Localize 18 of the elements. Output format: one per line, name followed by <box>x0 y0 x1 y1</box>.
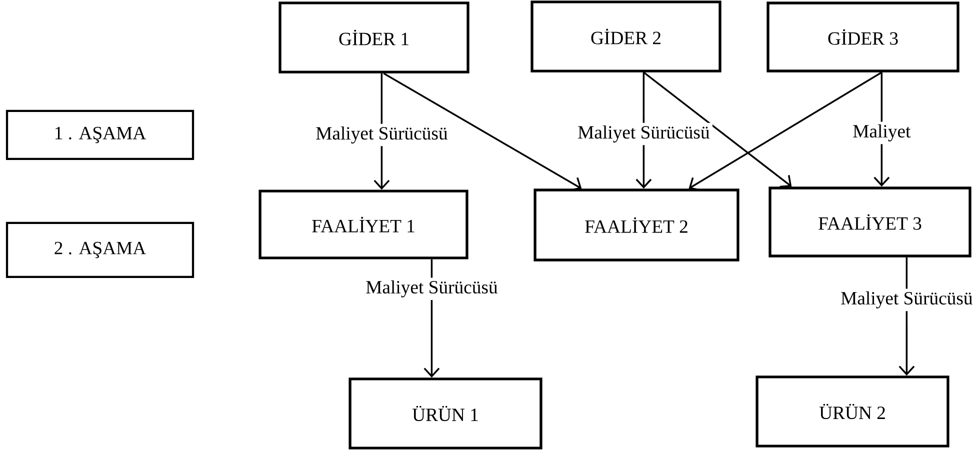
process-box: GİDER 1 <box>278 2 470 74</box>
process-box: FAALİYET 1 <box>258 190 468 260</box>
process-box: GİDER 3 <box>766 2 960 72</box>
edge-label: Maliyet Sürücüsü <box>838 288 975 312</box>
edge-label: Maliyet <box>850 122 914 144</box>
process-box: ÜRÜN 1 <box>348 378 542 450</box>
arrow <box>383 72 582 192</box>
edge-label: Maliyet Sürücüsü <box>574 122 712 146</box>
edge-label: Maliyet Sürücüsü <box>362 278 500 300</box>
process-box: GİDER 2 <box>530 0 722 72</box>
process-box: FAALİYET 2 <box>534 188 740 262</box>
arrow <box>688 72 882 191</box>
edge-label: Maliyet Sürücüsü <box>312 124 450 146</box>
process-box: ÜRÜN 2 <box>756 376 950 448</box>
stage-box: 1 . AŞAMA <box>6 110 194 160</box>
arrow <box>643 72 792 188</box>
stage-box: 2 . AŞAMA <box>6 222 194 278</box>
process-box: FAALİYET 3 <box>768 186 972 258</box>
